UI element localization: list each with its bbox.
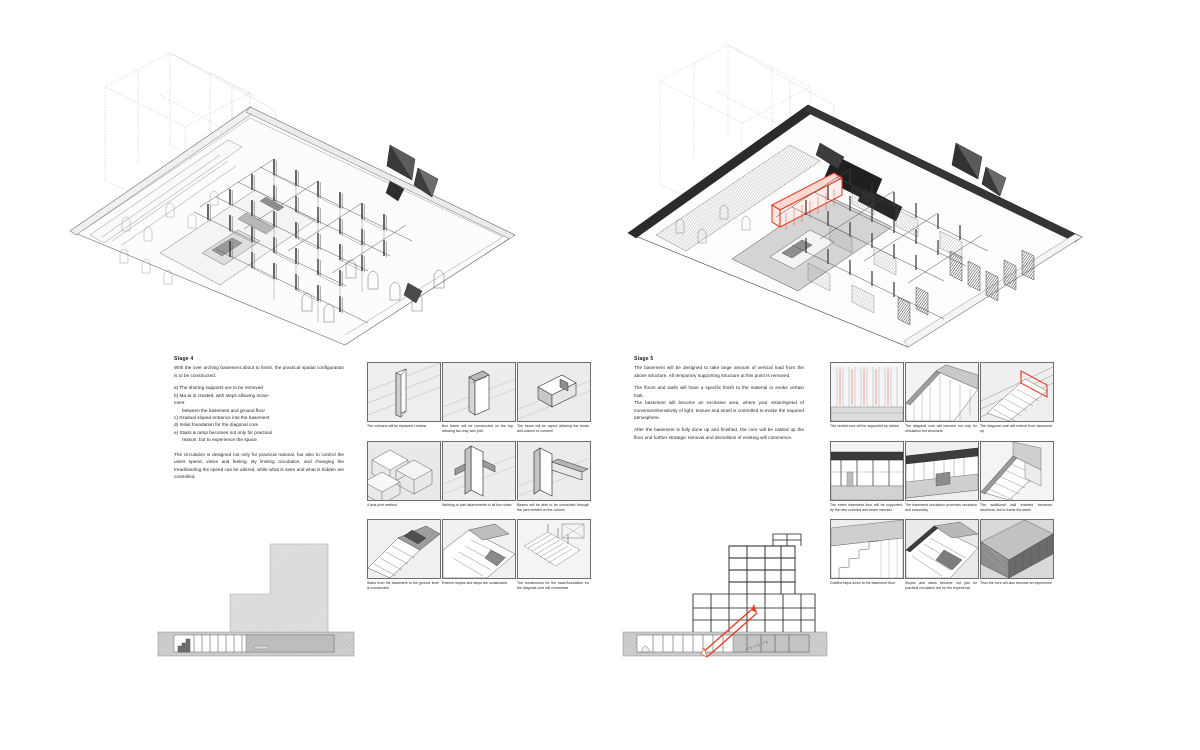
- box-frame-column-head-icon[interactable]: [442, 362, 516, 422]
- stage-4-closing: The circulation is designed not only for…: [174, 451, 344, 480]
- thumbnail-cell: The beam will be caped allowing the beam…: [517, 362, 591, 435]
- thumbnail-caption: Beams will be able to be connected throu…: [517, 502, 589, 512]
- thumbnail-caption: The additional wall inserted becomes str…: [980, 502, 1052, 512]
- thumbnail-caption: Box frame will be constructed on the top…: [442, 424, 514, 434]
- thumbnail-cell: The diagonal core will extend from basem…: [980, 362, 1054, 435]
- stage-4-list-c: c) Gradual sloped entrance into the base…: [174, 415, 270, 420]
- additional-structural-wall-icon[interactable]: [980, 440, 1054, 501]
- stage-4-list-e: e) Stairs & ramp becomes not only for pr…: [174, 429, 272, 435]
- stage-5-paragraph-four: After the basement is fully done up and …: [634, 427, 804, 440]
- thumbnail-caption: The diagonal core will become not only f…: [905, 424, 977, 434]
- central-core-rebar-icon[interactable]: [830, 362, 904, 422]
- stage-5-intro: The basement will be designed to take la…: [634, 365, 804, 378]
- stage-4-list-b-cont2: between the basement and ground floor: [182, 407, 266, 413]
- thumbnail-cell: The central core will be supported by re…: [830, 362, 904, 435]
- stage-4-text-column: Stage 4 With the over arching basement a…: [174, 356, 344, 486]
- core-as-experience-icon[interactable]: [980, 519, 1054, 579]
- diagonal-core-extend-up-icon[interactable]: [980, 362, 1054, 422]
- thumbnail-caption: Thus the core will also become an experi…: [980, 581, 1052, 585]
- thumbnail-cell: The additional wall inserted becomes str…: [980, 440, 1054, 514]
- thumbnail-cell: Beams will be able to be connected throu…: [517, 440, 591, 514]
- section-drawing-stage-5: [615, 532, 840, 662]
- axonometric-drawing-stage-5: [620, 35, 1120, 355]
- diagonal-core-structural-icon[interactable]: [905, 362, 979, 422]
- beam-cap-connection-icon[interactable]: [517, 362, 591, 422]
- thumbnail-caption: The beam will be caped allowing the beam…: [517, 424, 589, 434]
- basement-circulation-seclusion-icon[interactable]: [905, 440, 979, 501]
- grafted-steps-down-icon[interactable]: [830, 519, 904, 579]
- thumbnail-cell: 4 axis joint method: [367, 440, 441, 514]
- thumbnail-caption: Grafted steps down to the basement floor: [830, 581, 896, 585]
- thumbnail-caption: The central core will be supported by re…: [830, 424, 899, 428]
- thumbnail-caption: Stairs from the basement to the ground l…: [367, 581, 439, 591]
- thumbnail-cell: Welding or joint attachments to all four…: [442, 440, 516, 514]
- thumbnail-cell: Thus the core will also become an experi…: [980, 519, 1054, 592]
- thumbnail-caption: 4 axis joint method: [367, 502, 397, 507]
- stage-5-paragraph-two: The floors and walls will have a specifi…: [634, 385, 804, 398]
- stage-4-title: Stage 4: [174, 356, 194, 362]
- thumbnail-cell: The columns will be replaced I beams: [367, 362, 441, 435]
- stage-5-title: Stage 5: [634, 356, 654, 362]
- stage-5-text-column: Stage 5 The basement will be designed to…: [634, 356, 804, 446]
- thumbnail-cell: The construction for the base/foundation…: [517, 519, 591, 592]
- stage-4-list-d: d) Initial foundation for the diagonal c…: [174, 422, 259, 428]
- panel-stage-4: Stage 4 With the over arching basement a…: [60, 35, 591, 662]
- welded-joint-attachment-icon[interactable]: [442, 440, 516, 501]
- section-drawing-stage-4: [150, 532, 370, 662]
- stage-5-paragraph-three: The basement will become an exclusive ar…: [634, 400, 804, 420]
- thumbnail-cell: Slopes and stairs become not just for pr…: [905, 519, 979, 592]
- thumbnail-caption: The construction for the base/foundation…: [517, 581, 589, 591]
- basement-stair-to-ground-icon[interactable]: [367, 519, 441, 579]
- thumbnail-caption: The diagonal core will extend from basem…: [980, 424, 1052, 434]
- stage-4-list-a: a) The shoring supports are to be remove…: [174, 385, 264, 391]
- stage-4-list-b: b) Ma-ta is created, with steps allowing…: [174, 392, 270, 398]
- thumbnail-caption: Welding or joint attachments to all four…: [442, 502, 512, 507]
- stage-4-list-e-cont: reason, but to experience the space.: [182, 437, 259, 443]
- thumbnail-grid-stage-4: The columns will be replaced I beams: [367, 362, 591, 592]
- thumbnail-cell: Box frame will be constructed on the top…: [442, 362, 516, 435]
- thumbnail-caption: The basement circulation promotes seclus…: [905, 502, 977, 512]
- steel-i-beam-column-icon[interactable]: [367, 362, 441, 422]
- axonometric-drawing-stage-4: [60, 35, 550, 355]
- thumbnail-cell: Stairs from the basement to the ground l…: [367, 519, 441, 592]
- thumbnail-cell: Exterior slopes and steps are constructe…: [442, 519, 516, 592]
- basement-floor-support-icon[interactable]: [830, 440, 904, 501]
- exterior-slope-steps-icon[interactable]: [442, 519, 516, 579]
- thumbnail-grid-stage-5: The central core will be supported by re…: [830, 362, 1054, 592]
- stage-4-list-b-cont: ment: [174, 400, 185, 406]
- thumbnail-caption: Slopes and stairs become not just for pr…: [905, 581, 977, 591]
- thumbnail-cell: The diagonal core will become not only f…: [905, 362, 979, 435]
- diagonal-core-foundation-icon[interactable]: [517, 519, 591, 579]
- panel-stage-5: Stage 5 The basement will be designed to…: [600, 0, 1200, 750]
- thumbnail-caption: The entire basement floor will be suppor…: [830, 502, 902, 512]
- thumbnail-caption: The columns will be replaced I beams: [367, 424, 427, 428]
- thumbnail-cell: The basement circulation promotes seclus…: [905, 440, 979, 514]
- beam-into-welded-joint-icon[interactable]: [517, 440, 591, 501]
- slopes-stairs-experience-icon[interactable]: [905, 519, 979, 579]
- thumbnail-caption: Exterior slopes and steps are constructe…: [442, 581, 508, 585]
- thumbnail-cell: Grafted steps down to the basement floor: [830, 519, 904, 592]
- thumbnail-cell: The entire basement floor will be suppor…: [830, 440, 904, 514]
- four-axis-joint-grid-icon[interactable]: [367, 440, 441, 501]
- stage-4-intro: With the over arching basement about to …: [174, 365, 344, 378]
